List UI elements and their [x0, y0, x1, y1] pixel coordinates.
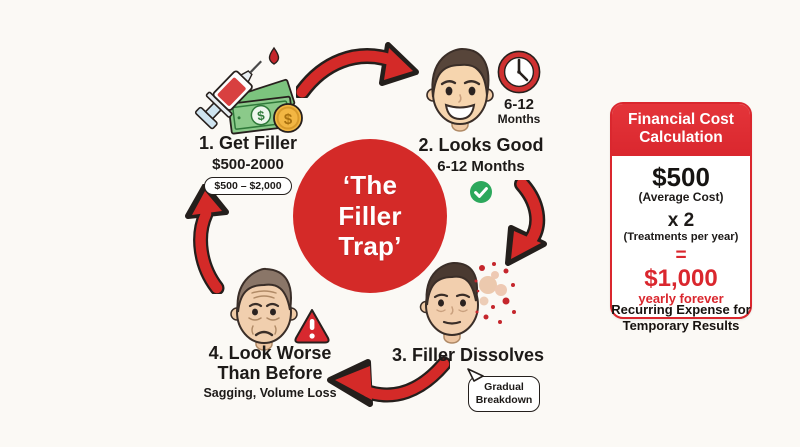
- stage4-subtitle: Sagging, Volume Loss: [203, 385, 337, 400]
- total-cost-label: yearly forever: [638, 291, 724, 307]
- panel-footer: Recurring Expense for Temporary Results: [598, 302, 764, 335]
- average-cost-value: $500: [652, 161, 710, 192]
- svg-text:$: $: [256, 108, 266, 124]
- clock-value: 6-12: [503, 96, 535, 113]
- bubble-line1: Gradual: [484, 381, 524, 393]
- stage1-title: 1. Get Filler: [198, 133, 298, 153]
- stage3-title: 3. Filler Dissolves: [391, 345, 545, 365]
- center-title-line3: Trap’: [338, 231, 402, 262]
- financial-cost-panel: Financial Cost Calculation $500 (Average…: [610, 102, 752, 320]
- multiplier-value: x 2: [667, 209, 695, 231]
- stage-look-worse: 4. Look Worse Than Before Sagging, Volum…: [192, 343, 348, 400]
- stage1-price-badge: $500 – $2,000: [204, 177, 292, 196]
- total-cost-value: $1,000: [644, 265, 718, 293]
- stage2-title: 2. Looks Good: [418, 135, 544, 155]
- stage1-price: $500-2000: [212, 155, 284, 173]
- panel-header-line2: Calculation: [639, 129, 723, 147]
- panel-header-line1: Financial Cost: [628, 111, 734, 128]
- stage4-title-line2: Than Before: [217, 362, 323, 383]
- center-circle: ‘The Filler Trap’: [293, 139, 447, 293]
- aged-face-icon: [230, 267, 298, 351]
- bubble-tail-icon: [467, 368, 484, 382]
- clock-icon: [497, 50, 541, 94]
- stage-looks-good: 2. Looks Good 6-12 Months: [406, 135, 556, 204]
- panel-header: Financial Cost Calculation: [612, 104, 750, 156]
- panel-footer-line2: Temporary Results: [622, 318, 740, 334]
- svg-text:$: $: [284, 111, 293, 128]
- multiplier-label: (Treatments per year): [623, 230, 739, 243]
- gradual-breakdown-bubble: Gradual Breakdown: [467, 368, 540, 413]
- cycle-arrow-bottom-icon: [327, 356, 450, 407]
- stage-filler-dissolves: 3. Filler Dissolves: [378, 345, 558, 366]
- center-title-line2: Filler: [338, 200, 402, 231]
- stage4-title-line1: 4. Look Worse: [208, 343, 332, 363]
- treatment-interval: 6-12 Months: [492, 50, 546, 126]
- average-cost-label: (Average Cost): [638, 189, 724, 204]
- check-icon: [470, 181, 492, 204]
- panel-footer-line1: Recurring Expense for: [611, 302, 751, 317]
- dissolving-face-icon: [419, 261, 516, 344]
- bubble-line2: Breakdown: [475, 394, 533, 407]
- warning-icon: [294, 309, 330, 344]
- stage2-duration: 6-12 Months: [437, 157, 525, 175]
- cycle-arrow-right-icon: [505, 180, 547, 266]
- syringe-money-icon: $ $: [194, 46, 303, 135]
- panel-body: $500 (Average Cost) x 2 (Treatments per …: [612, 156, 750, 318]
- cycle-arrow-left-icon: [185, 184, 229, 294]
- equals-sign: =: [675, 245, 687, 267]
- happy-face-icon: [426, 47, 494, 132]
- clock-unit: Months: [497, 112, 541, 126]
- center-title-line1: ‘The: [342, 170, 398, 201]
- cycle-arrow-top-icon: [296, 42, 419, 98]
- stage-get-filler: 1. Get Filler $500-2000 $500 – $2,000: [178, 133, 318, 196]
